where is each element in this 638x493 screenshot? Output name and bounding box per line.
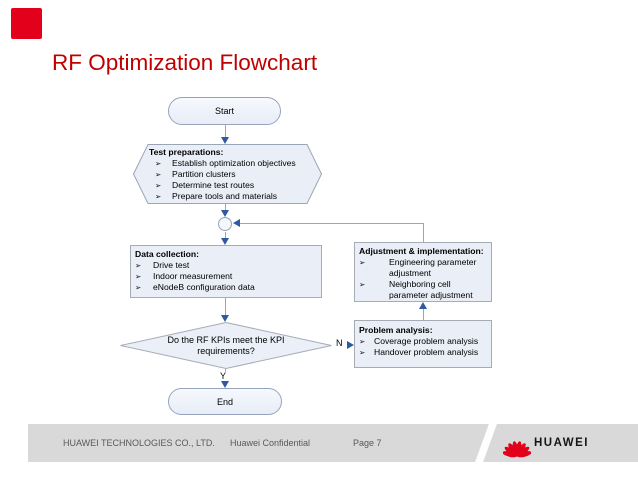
no-branch-label: N xyxy=(336,338,343,348)
decision-question: Do the RF KPIs meet the KPI requirements… xyxy=(167,334,285,356)
footer-company: HUAWEI TECHNOLOGIES CO., LTD. xyxy=(63,438,215,448)
arrow-bullet-icon: ➢ xyxy=(359,280,366,289)
yes-branch-label: Y xyxy=(220,371,227,381)
arrowhead-up-icon xyxy=(419,302,427,309)
list-item: ➢ Determine test routes xyxy=(149,180,311,191)
flow-end-node: End xyxy=(168,388,282,415)
start-label: Start xyxy=(214,106,234,116)
problem-analysis-box: Problem analysis: ➢ Coverage problem ana… xyxy=(354,320,492,368)
feedback-line xyxy=(240,223,423,224)
arrow-bullet-icon: ➢ xyxy=(155,192,162,201)
arrow-bullet-icon: ➢ xyxy=(155,181,162,190)
prep-hexagon-shape xyxy=(133,144,323,204)
arrow-bullet-icon: ➢ xyxy=(155,170,162,179)
prep-box-content: Test preparations: ➢ Establish optimizat… xyxy=(149,147,311,202)
footer-confidential: Huawei Confidential xyxy=(230,438,311,448)
arrowhead-down-icon xyxy=(221,315,229,322)
connector-line xyxy=(423,309,424,320)
arrow-bullet-icon: ➢ xyxy=(359,337,366,346)
arrowhead-down-icon xyxy=(221,210,229,217)
arrow-bullet-icon: ➢ xyxy=(359,348,366,357)
connector-line xyxy=(225,369,226,372)
list-item: ➢ Neighboring cell parameter adjustment xyxy=(359,279,473,300)
footer-page-number: Page 7 xyxy=(353,438,382,448)
arrow-bullet-icon: ➢ xyxy=(155,159,162,168)
prep-title: Test preparations: xyxy=(149,147,224,157)
list-item: ➢ Drive test xyxy=(135,260,190,270)
arrow-bullet-icon: ➢ xyxy=(359,258,366,267)
page-title: RF Optimization Flowchart xyxy=(52,50,318,75)
connector-line xyxy=(225,298,226,316)
arrowhead-right-icon xyxy=(347,341,354,349)
data-title: Data collection: xyxy=(135,249,199,259)
adjustment-title: Adjustment & implementation: xyxy=(359,246,484,256)
feedback-line xyxy=(423,223,424,242)
list-item: ➢ Handover problem analysis xyxy=(359,347,479,357)
list-item: ➢ Coverage problem analysis xyxy=(359,336,479,346)
list-item: ➢ Establish optimization objectives xyxy=(149,158,311,169)
decision-diamond-shape xyxy=(120,322,332,369)
problem-title: Problem analysis: xyxy=(359,325,433,335)
list-item: ➢ eNodeB configuration data xyxy=(135,282,255,292)
arrowhead-down-icon xyxy=(221,381,229,388)
footer-bar xyxy=(28,424,638,462)
huawei-wordmark: HUAWEI xyxy=(534,437,589,449)
list-item: ➢ Indoor measurement xyxy=(135,271,233,281)
arrowhead-down-icon xyxy=(221,137,229,144)
connector-line xyxy=(225,204,226,211)
end-label: End xyxy=(216,396,233,407)
red-square-icon xyxy=(11,8,42,39)
list-item: ➢ Engineering parameter adjustment xyxy=(359,257,477,278)
connector-line xyxy=(225,232,226,239)
list-item: ➢ Prepare tools and materials xyxy=(149,191,311,202)
arrow-bullet-icon: ➢ xyxy=(135,261,142,270)
arrow-bullet-icon: ➢ xyxy=(135,283,142,292)
connector-circle xyxy=(218,217,232,231)
arrowhead-left-icon xyxy=(233,219,240,227)
arrow-bullet-icon: ➢ xyxy=(135,272,142,281)
list-item: ➢ Partition clusters xyxy=(149,169,311,180)
adjustment-box: Adjustment & implementation: ➢ Engineeri… xyxy=(354,242,492,302)
huawei-logo-icon xyxy=(503,441,531,458)
connector-line xyxy=(225,125,226,138)
data-collection-box: Data collection: ➢ Drive test ➢ Indoor m… xyxy=(130,245,322,298)
arrowhead-down-icon xyxy=(221,238,229,245)
flow-start-node: Start xyxy=(168,97,281,125)
